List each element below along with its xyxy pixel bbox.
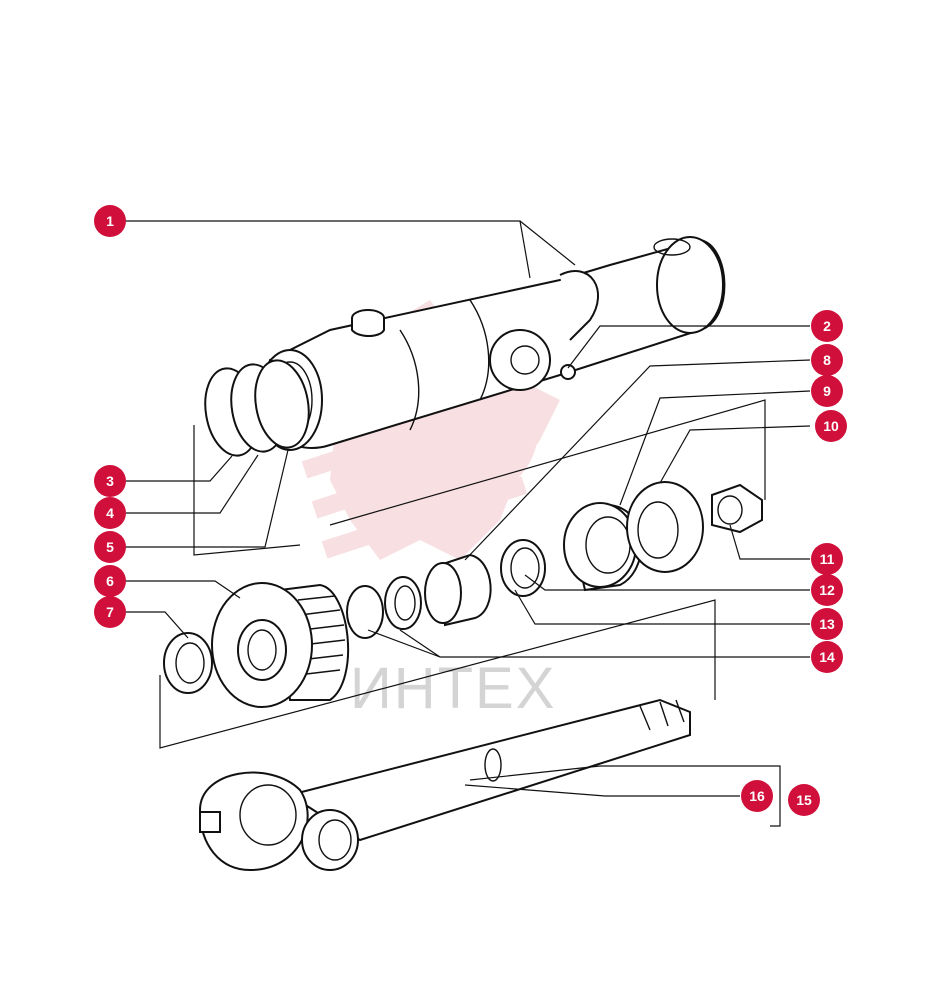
- wiper-seal: [163, 632, 213, 694]
- callout-15: 15: [788, 784, 820, 816]
- svg-text:4: 4: [106, 505, 114, 521]
- svg-text:1: 1: [106, 213, 114, 229]
- callout-8: 8: [811, 344, 843, 376]
- svg-text:3: 3: [106, 473, 114, 489]
- svg-text:10: 10: [823, 418, 839, 434]
- svg-text:15: 15: [796, 792, 812, 808]
- svg-text:13: 13: [819, 616, 835, 632]
- callout-14: 14: [811, 641, 843, 673]
- circlip: [500, 539, 546, 597]
- svg-text:9: 9: [823, 383, 831, 399]
- piston-seal: [626, 481, 704, 573]
- svg-text:7: 7: [106, 604, 114, 620]
- callout-16: 16: [741, 780, 773, 812]
- callout-5: 5: [94, 531, 126, 563]
- piston: [563, 502, 643, 592]
- callout-6: 6: [94, 565, 126, 597]
- cylinder-head: [211, 582, 350, 708]
- callout-11: 11: [811, 543, 843, 575]
- seal-rings-3-4-5: [204, 359, 310, 457]
- rings-13-14: [346, 576, 422, 639]
- callouts: 1 2 3 4 5 6 7 8: [94, 205, 847, 816]
- svg-text:14: 14: [819, 649, 835, 665]
- callout-9: 9: [811, 375, 843, 407]
- svg-text:2: 2: [823, 318, 831, 334]
- callout-3: 3: [94, 465, 126, 497]
- nut: [711, 483, 763, 534]
- svg-text:16: 16: [749, 788, 765, 804]
- callout-12: 12: [811, 574, 843, 606]
- leader-lines: [126, 220, 811, 827]
- callout-13: 13: [811, 608, 843, 640]
- svg-text:5: 5: [106, 539, 114, 555]
- svg-text:12: 12: [819, 582, 835, 598]
- callout-7: 7: [94, 596, 126, 628]
- callout-2: 2: [811, 310, 843, 342]
- svg-text:6: 6: [106, 573, 114, 589]
- callout-4: 4: [94, 497, 126, 529]
- callout-10: 10: [815, 410, 847, 442]
- svg-text:11: 11: [820, 551, 835, 567]
- guide-bush: [424, 553, 492, 627]
- svg-text:8: 8: [823, 352, 831, 368]
- callout-1: 1: [94, 205, 126, 237]
- piston-rod: [198, 698, 691, 872]
